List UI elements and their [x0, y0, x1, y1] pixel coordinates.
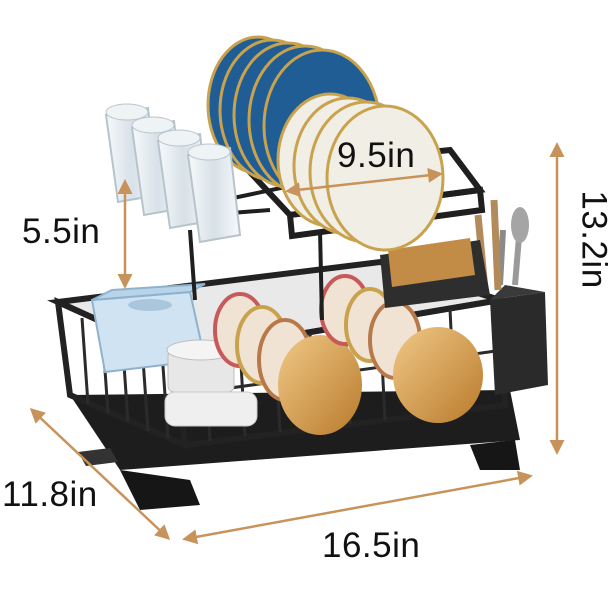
dimension-arrows: [29, 142, 565, 545]
stacked-bowls: [164, 339, 258, 427]
glasses: [104, 103, 242, 244]
depth-label: 11.8in: [2, 475, 98, 514]
utensil-holder: [474, 199, 548, 395]
product-image: 5.5in 9.5in 13.2in 11.8in 16.5in: [2, 35, 614, 565]
arrow-9-5in: [285, 167, 443, 198]
arrow-11-8in: [29, 407, 171, 541]
cutting-board-holder: [380, 238, 490, 308]
dish-rack-illustration: [29, 35, 565, 545]
arrow-16-5in: [182, 470, 533, 545]
plate-width-label: 9.5in: [337, 136, 416, 175]
bottom-bowls: [213, 274, 483, 435]
width-label: 16.5in: [322, 526, 421, 565]
total-height-label: 13.2in: [574, 190, 614, 289]
top-tier-height-label: 5.5in: [22, 212, 101, 251]
